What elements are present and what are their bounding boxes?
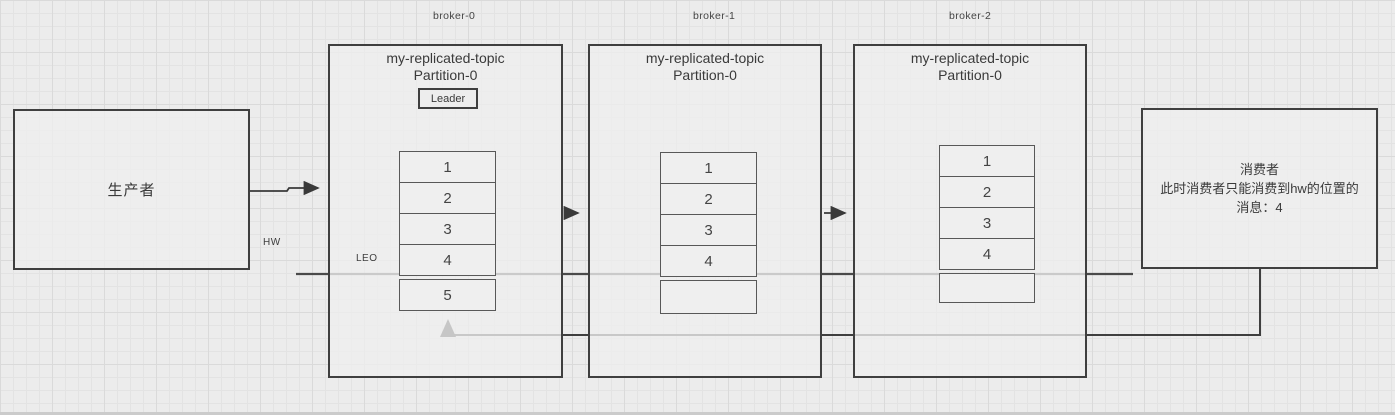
broker2-partition: Partition-0 (938, 67, 1002, 83)
broker0-topic: my-replicated-topic (386, 50, 505, 66)
log-cell: 3 (939, 207, 1035, 239)
log-cell-empty (939, 273, 1035, 303)
broker2-topic: my-replicated-topic (910, 50, 1030, 66)
broker2-title: my-replicated-topic Partition-0 (855, 50, 1085, 84)
producer-label: 生产者 (107, 182, 156, 199)
broker0-title: my-replicated-topic Partition-0 (330, 50, 561, 84)
broker1-log: 1 2 3 4 (660, 152, 757, 314)
broker1-box: my-replicated-topic Partition-0 (588, 44, 822, 378)
broker1-topic: my-replicated-topic (645, 50, 765, 66)
log-cell: 3 (399, 213, 496, 245)
broker1-partition: Partition-0 (673, 67, 737, 83)
broker2-log: 1 2 3 4 (939, 145, 1035, 303)
broker1-name: broker-1 (693, 10, 736, 22)
broker1-title: my-replicated-topic Partition-0 (590, 50, 820, 84)
log-cell: 3 (660, 214, 757, 246)
log-cell: 1 (660, 152, 757, 184)
leader-badge: Leader (418, 88, 478, 109)
log-cell: 4 (660, 245, 757, 277)
consumer-note: 此时消费者只能消费到hw的位置的 (1160, 181, 1359, 196)
log-cell: 2 (399, 182, 496, 214)
producer-to-broker0-arrow (250, 180, 320, 196)
hw-label: HW (263, 237, 281, 248)
log-cell: 5 (399, 279, 496, 311)
producer-box: 生产者 (13, 109, 250, 270)
log-cell: 4 (399, 244, 496, 276)
log-cell: 1 (399, 151, 496, 183)
consumer-box: 消费者 此时消费者只能消费到hw的位置的 消息：4 (1141, 108, 1378, 269)
broker0-log: 1 2 3 4 5 (399, 151, 496, 311)
leader-label: Leader (430, 92, 466, 105)
log-cell-empty (660, 280, 757, 314)
log-cell: 1 (939, 145, 1035, 177)
leo-label: LEO (356, 253, 378, 264)
broker2-name: broker-2 (949, 10, 992, 22)
broker0-name: broker-0 (433, 10, 476, 22)
broker0-partition: Partition-0 (413, 67, 478, 83)
log-cell: 2 (939, 176, 1035, 208)
log-cell: 4 (939, 238, 1035, 270)
log-cell: 2 (660, 183, 757, 215)
consumer-message: 消息：4 (1236, 200, 1283, 215)
consumer-title: 消费者 (1239, 162, 1279, 177)
